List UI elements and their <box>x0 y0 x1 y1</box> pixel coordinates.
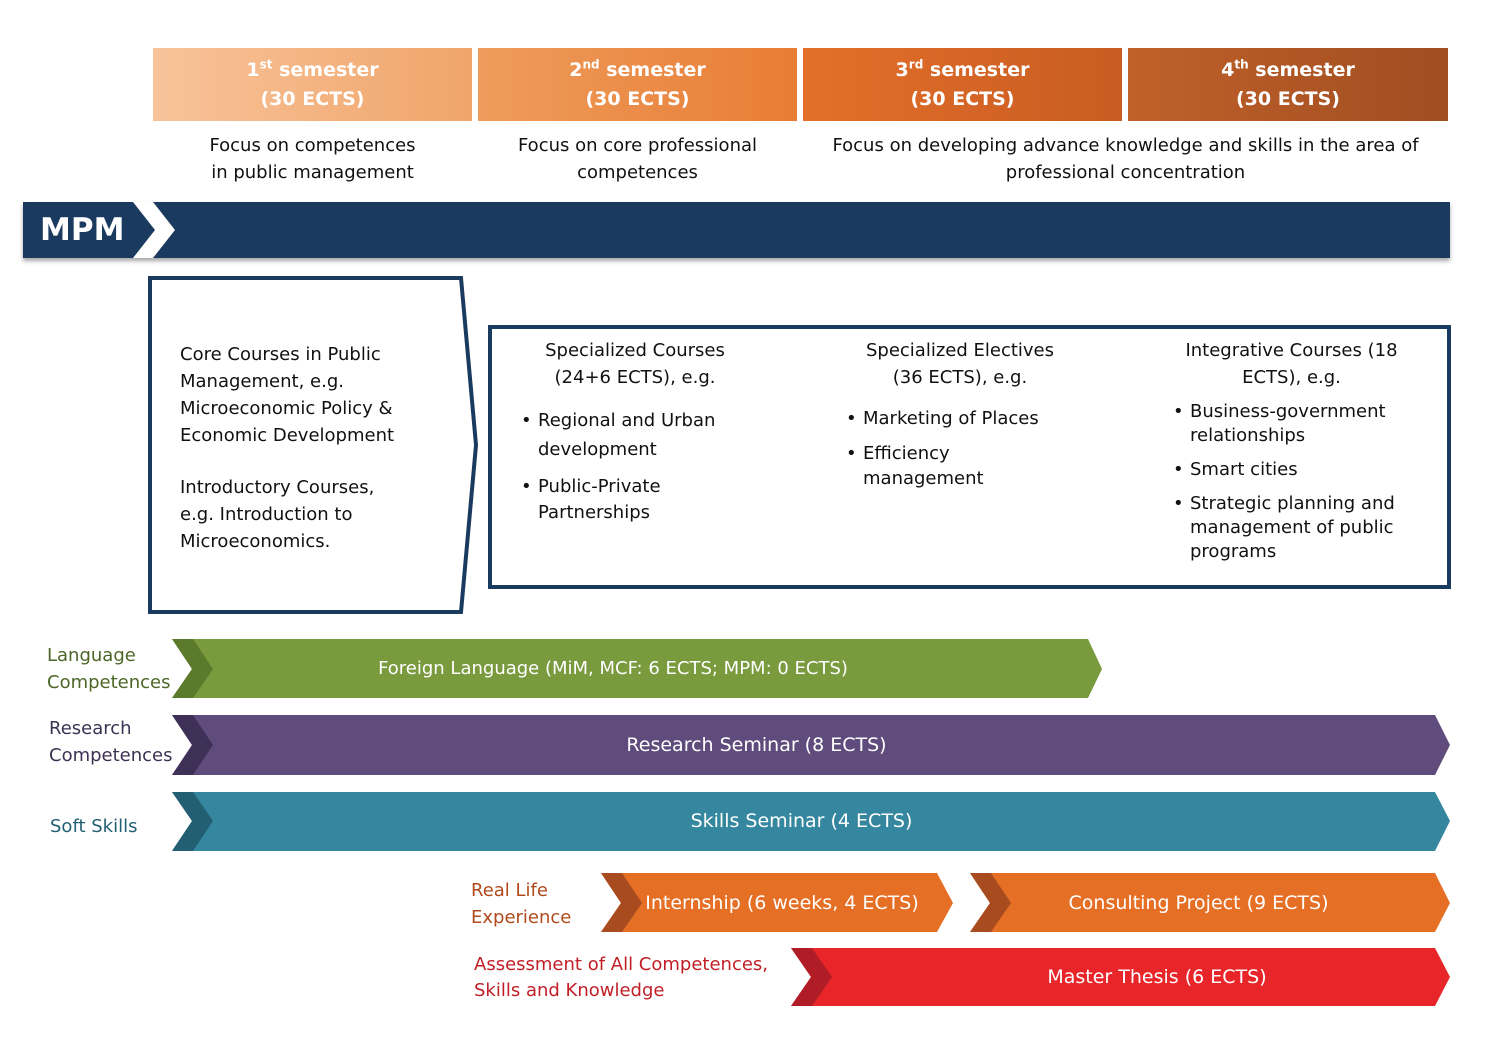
semester-2-header: 2nd semester (30 ECTS) <box>569 57 706 110</box>
semester-4-header: 4th semester (30 ECTS) <box>1221 57 1355 110</box>
core-courses-text: Core Courses in Public Management, e.g. … <box>180 344 395 446</box>
integrative-courses-list: Business-government relationships Smart … <box>1170 400 1410 574</box>
research-bar-label: Research Seminar (8 ECTS) <box>626 734 887 756</box>
language-bar <box>172 639 1102 698</box>
internship-bar-label: Internship (6 weeks, 4 ECTS) <box>645 892 919 914</box>
consulting-bar-label: Consulting Project (9 ECTS) <box>1068 892 1329 914</box>
program-banner <box>23 202 1450 258</box>
soft-bar-notch <box>172 792 213 851</box>
semester-1-box <box>153 48 472 121</box>
list-item: Regional and Urban development <box>518 406 748 464</box>
internship-bar <box>601 873 953 932</box>
focus-semester-3-4: Focus on developing advance knowledge an… <box>832 135 1419 183</box>
semester-3-header: 3rd semester (30 ECTS) <box>895 57 1030 110</box>
thesis-bar <box>791 948 1450 1006</box>
thesis-bar-label: Master Thesis (6 ECTS) <box>1047 966 1267 988</box>
specialized-courses-list: Regional and Urban development Public-Pr… <box>518 406 748 536</box>
list-item: Public-Private Partnerships <box>518 474 688 526</box>
language-bar-label: Foreign Language (MiM, MCF: 6 ECTS; MPM:… <box>378 658 848 679</box>
specialized-electives-heading: Specialized Electives(36 ECTS), e.g. <box>865 340 1055 388</box>
list-item: Strategic planning and management of pub… <box>1170 492 1405 564</box>
specialized-courses-heading: Specialized Courses(24+6 ECTS), e.g. <box>545 340 725 388</box>
list-item: Smart cities <box>1170 458 1410 482</box>
language-bar-notch <box>172 639 213 698</box>
semester-2-box <box>478 48 797 121</box>
soft-bar-label: Skills Seminar (4 ECTS) <box>690 810 913 832</box>
list-item: Efficiency management <box>843 441 984 491</box>
semester-3-box <box>803 48 1122 121</box>
consulting-bar <box>970 873 1450 932</box>
assessment-label: Assessment of All Competences,Skills and… <box>474 954 769 1001</box>
list-item: Marketing of Places <box>843 406 1063 431</box>
internship-bar-notch <box>601 873 642 932</box>
soft-skills-label: Soft Skills <box>50 816 138 837</box>
research-bar <box>172 715 1450 775</box>
soft-bar <box>172 792 1450 851</box>
semester-4-box <box>1128 48 1448 121</box>
program-label: MPM <box>40 212 125 248</box>
core-box-outline <box>148 276 479 614</box>
specialized-electives-list: Marketing of Places Efficiency managemen… <box>843 406 1063 501</box>
introductory-courses-text: Introductory Courses, e.g. Introduction … <box>180 477 375 552</box>
semester-1-header: 1st semester (30 ECTS) <box>246 57 379 110</box>
consulting-bar-notch <box>970 873 1011 932</box>
thesis-bar-notch <box>791 948 832 1006</box>
list-item: Business-government relationships <box>1170 400 1410 448</box>
research-bar-notch <box>172 715 213 775</box>
